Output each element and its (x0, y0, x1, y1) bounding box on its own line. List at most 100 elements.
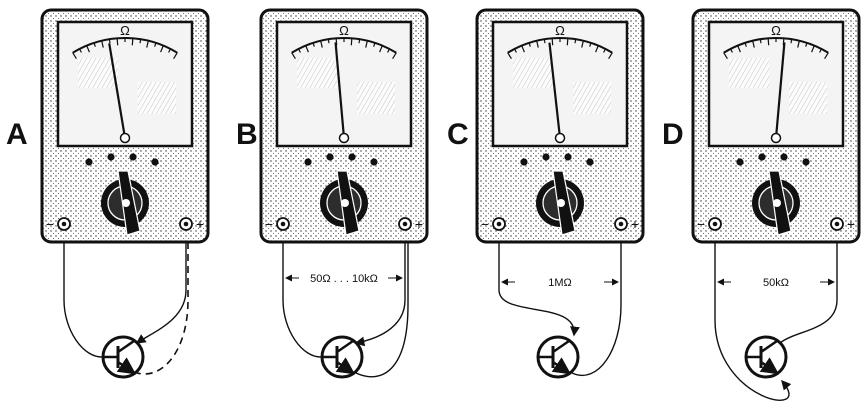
probe-lead-minus (63, 242, 104, 358)
scale-tick (589, 42, 592, 47)
transistor-collector (117, 339, 135, 354)
range-position-dot (348, 153, 356, 161)
transistor-emitter (759, 357, 780, 375)
ohm-symbol: Ω (771, 23, 781, 38)
range-position-dot (151, 158, 159, 166)
scale-tick (320, 40, 323, 48)
range-position-dot (107, 153, 115, 161)
glass-reflection (573, 82, 611, 114)
scale-tick (737, 45, 741, 53)
scale-tick (819, 48, 822, 53)
scale-tick (581, 40, 584, 48)
terminal-jack-core (183, 221, 189, 227)
range-position-dot (304, 158, 312, 166)
scale-tick (168, 48, 171, 53)
scale-tick (160, 45, 164, 53)
scale-tick (574, 39, 577, 44)
knob-center (122, 199, 130, 207)
range-label: 50Ω . . . 10kΩ (310, 273, 378, 285)
scale-tick (72, 52, 77, 60)
ohm-symbol: Ω (120, 23, 130, 38)
multimeter-b: Ω−+50Ω . . . 10kΩ (259, 8, 429, 379)
transistor-collector (760, 339, 778, 354)
scale-tick (350, 38, 353, 46)
plus-terminal-label: + (847, 216, 855, 232)
range-position-dot (564, 153, 572, 161)
scale-tick (93, 42, 96, 47)
scale-tick (298, 48, 301, 53)
scale-tick (551, 38, 554, 46)
meter-needle-icon (334, 42, 346, 139)
knob-center (557, 199, 565, 207)
range-position-dot (802, 158, 810, 166)
scale-tick (291, 52, 296, 60)
range-position-dot (129, 153, 137, 161)
scale-tick (730, 48, 733, 53)
glass-reflection (138, 82, 176, 114)
probe-lead-plus (779, 242, 838, 344)
scale-tick (797, 40, 800, 48)
meter-needle-icon (548, 42, 562, 139)
probe-lead-minus (714, 242, 792, 401)
range-position-dot (85, 158, 93, 166)
terminal-jack-core (496, 221, 502, 227)
scale-tick (79, 48, 82, 53)
multimeter-d: Ω − +50kΩ (691, 8, 861, 401)
glass-reflection (729, 58, 769, 88)
probe-lead-minus (282, 242, 323, 358)
plus-terminal-label: + (196, 216, 204, 232)
range-label-bg (516, 273, 604, 289)
range-label: 1MΩ (548, 277, 572, 289)
glass-reflection (357, 82, 395, 114)
scale-tick (507, 52, 512, 60)
scale-tick (514, 48, 517, 53)
scale-tick (327, 39, 330, 44)
range-label-bg (300, 269, 388, 285)
terminal-jack-core (280, 221, 286, 227)
range-position-dot (520, 158, 528, 166)
range-label: 50kΩ (763, 277, 789, 289)
glass-reflection (789, 82, 827, 114)
scale-tick (744, 42, 747, 47)
scale-tick (173, 52, 178, 60)
probe-lead-dashed (136, 242, 189, 375)
needle-pivot (770, 132, 782, 144)
scale-tick (358, 39, 361, 44)
needle-pivot (554, 132, 566, 144)
needle-pivot (119, 132, 131, 144)
meter-scale-arc (291, 37, 397, 54)
scale-tick (603, 48, 606, 53)
scale-tick (566, 38, 569, 46)
transistor-emitter (116, 357, 137, 375)
scale-tick (373, 42, 376, 47)
range-position-dot (370, 158, 378, 166)
scale-tick (108, 39, 111, 44)
scale-tick (811, 45, 815, 53)
probe-lead-plus (135, 242, 187, 344)
range-position-dot (758, 153, 766, 161)
glass-reflection (297, 58, 337, 88)
scale-tick (805, 42, 808, 47)
scale-tick (86, 45, 90, 53)
probe-lead-plus (571, 242, 622, 376)
range-position-dot (736, 158, 744, 166)
scale-tick (543, 39, 546, 44)
scale-tick (521, 45, 525, 53)
transistor-collector (336, 339, 354, 354)
glass-reflection (513, 58, 553, 88)
panel-label-b: B (236, 118, 258, 151)
scale-tick (790, 39, 793, 44)
terminal-jack-core (618, 221, 624, 227)
scale-tick (365, 40, 368, 48)
scale-tick (312, 42, 315, 47)
scale-tick (723, 52, 728, 60)
minus-terminal-label: − (697, 216, 705, 232)
scale-tick (392, 52, 397, 60)
scale-tick (139, 39, 142, 44)
ohm-symbol: Ω (555, 23, 565, 38)
scale-tick (752, 40, 755, 48)
multimeter-c: Ω−+1MΩ (475, 8, 645, 379)
range-position-dot (586, 158, 594, 166)
minus-terminal-label: − (46, 216, 54, 232)
